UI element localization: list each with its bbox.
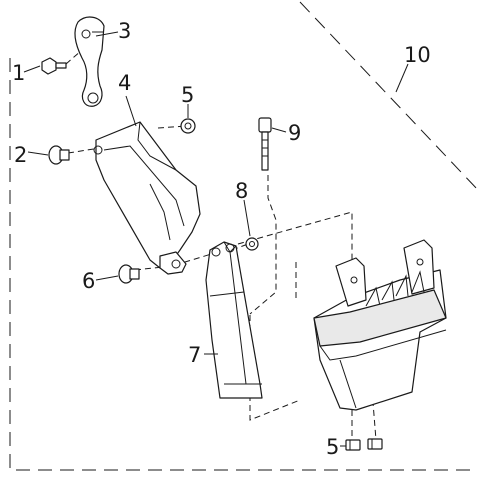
mounting-bracket-part-10	[313, 239, 447, 411]
callout-4: 4	[118, 71, 131, 95]
callout-3: 3	[118, 19, 131, 43]
callout-9: 9	[288, 121, 301, 145]
nut-part-5-lower	[345, 438, 383, 451]
leader-lines	[23, 31, 409, 447]
callout-2: 2	[14, 143, 27, 167]
callout-10: 10	[404, 43, 431, 67]
callout-6: 6	[82, 269, 95, 293]
callout-7: 7	[188, 343, 201, 367]
flange-bolt-part-2	[48, 145, 70, 165]
washer-part-5-upper	[180, 118, 196, 134]
flange-bolt-part-6	[118, 264, 140, 284]
long-bolt-part-9	[258, 117, 272, 171]
bolt-part-1	[41, 57, 67, 75]
arm-bracket-part-3	[74, 16, 105, 107]
callout-1: 1	[12, 61, 25, 85]
sheet-border	[9, 1, 479, 471]
cover-guard-part-4	[93, 121, 201, 275]
callout-8: 8	[235, 179, 248, 203]
callout-5-upper: 5	[181, 83, 194, 107]
washer-part-8	[245, 237, 259, 251]
support-bracket-part-7	[205, 241, 263, 399]
callout-5-lower: 5	[326, 435, 339, 459]
